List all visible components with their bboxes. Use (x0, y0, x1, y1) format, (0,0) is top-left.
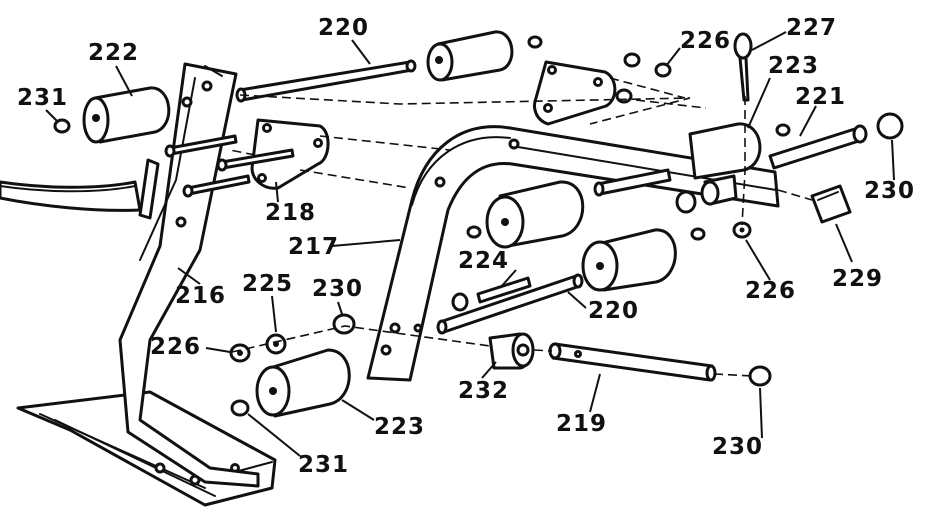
roller-223-top (688, 122, 762, 180)
nut-near-plate-1 (623, 52, 641, 68)
bushing-232 (488, 332, 535, 370)
label-232: 232 (458, 378, 510, 404)
small-nut-mid (466, 225, 482, 239)
assembly-lines (229, 77, 813, 377)
main-frame-217 (366, 125, 780, 382)
label-222: 222 (88, 40, 140, 66)
top-rod (235, 59, 417, 103)
rod-219 (548, 342, 717, 382)
label-223-top: 223 (768, 53, 820, 79)
cap-231-bottom (230, 399, 250, 417)
small-nut-221 (775, 123, 791, 137)
axle-mid (593, 168, 672, 197)
nut-226-left (229, 343, 251, 363)
top-end-cap (527, 35, 543, 49)
nut-226-right (732, 221, 752, 239)
rod-220-mid (436, 273, 584, 335)
label-231-bottom: 231 (298, 452, 350, 478)
label-218: 218 (265, 200, 317, 226)
roller-223-bottom (255, 348, 351, 418)
nut-near-plate-2 (654, 62, 672, 78)
bolt-224 (451, 276, 532, 312)
label-225: 225 (242, 271, 294, 297)
cap-231-left (53, 118, 71, 134)
label-226-top: 226 (680, 28, 732, 54)
label-230-mid: 230 (312, 276, 364, 302)
label-216: 216 (175, 283, 227, 309)
label-220-top: 220 (318, 15, 370, 41)
end-cap-229 (810, 184, 852, 224)
top-roller (426, 30, 514, 82)
label-229: 229 (832, 266, 884, 292)
label-224: 224 (458, 248, 510, 274)
small-nut-lower (690, 227, 706, 241)
bushing-right (700, 174, 738, 206)
lower-front-roller (581, 228, 677, 292)
label-230-right: 230 (864, 178, 916, 204)
label-230-bottom: 230 (712, 434, 764, 460)
label-226-left: 226 (150, 334, 202, 360)
label-217: 217 (288, 234, 340, 260)
bracket-bolts (164, 134, 295, 198)
washer-225 (265, 333, 287, 355)
cap-230-bottom (748, 365, 772, 387)
label-220-mid: 220 (588, 298, 640, 324)
label-231-left: 231 (17, 85, 69, 111)
label-223-bottom: 223 (374, 414, 426, 440)
roller-222 (82, 86, 171, 144)
label-221: 221 (795, 84, 847, 110)
label-219: 219 (556, 411, 608, 437)
label-227: 227 (786, 15, 838, 41)
nut-lower-right (675, 190, 697, 214)
cap-230-right (876, 112, 904, 140)
label-226-right: 226 (745, 278, 797, 304)
rod-221 (768, 124, 868, 170)
top-right-bracket-plate (533, 60, 617, 126)
pin-227 (733, 32, 753, 102)
upper-front-roller (485, 180, 585, 249)
leader-lines (45, 31, 895, 457)
cap-230-mid (332, 313, 356, 335)
